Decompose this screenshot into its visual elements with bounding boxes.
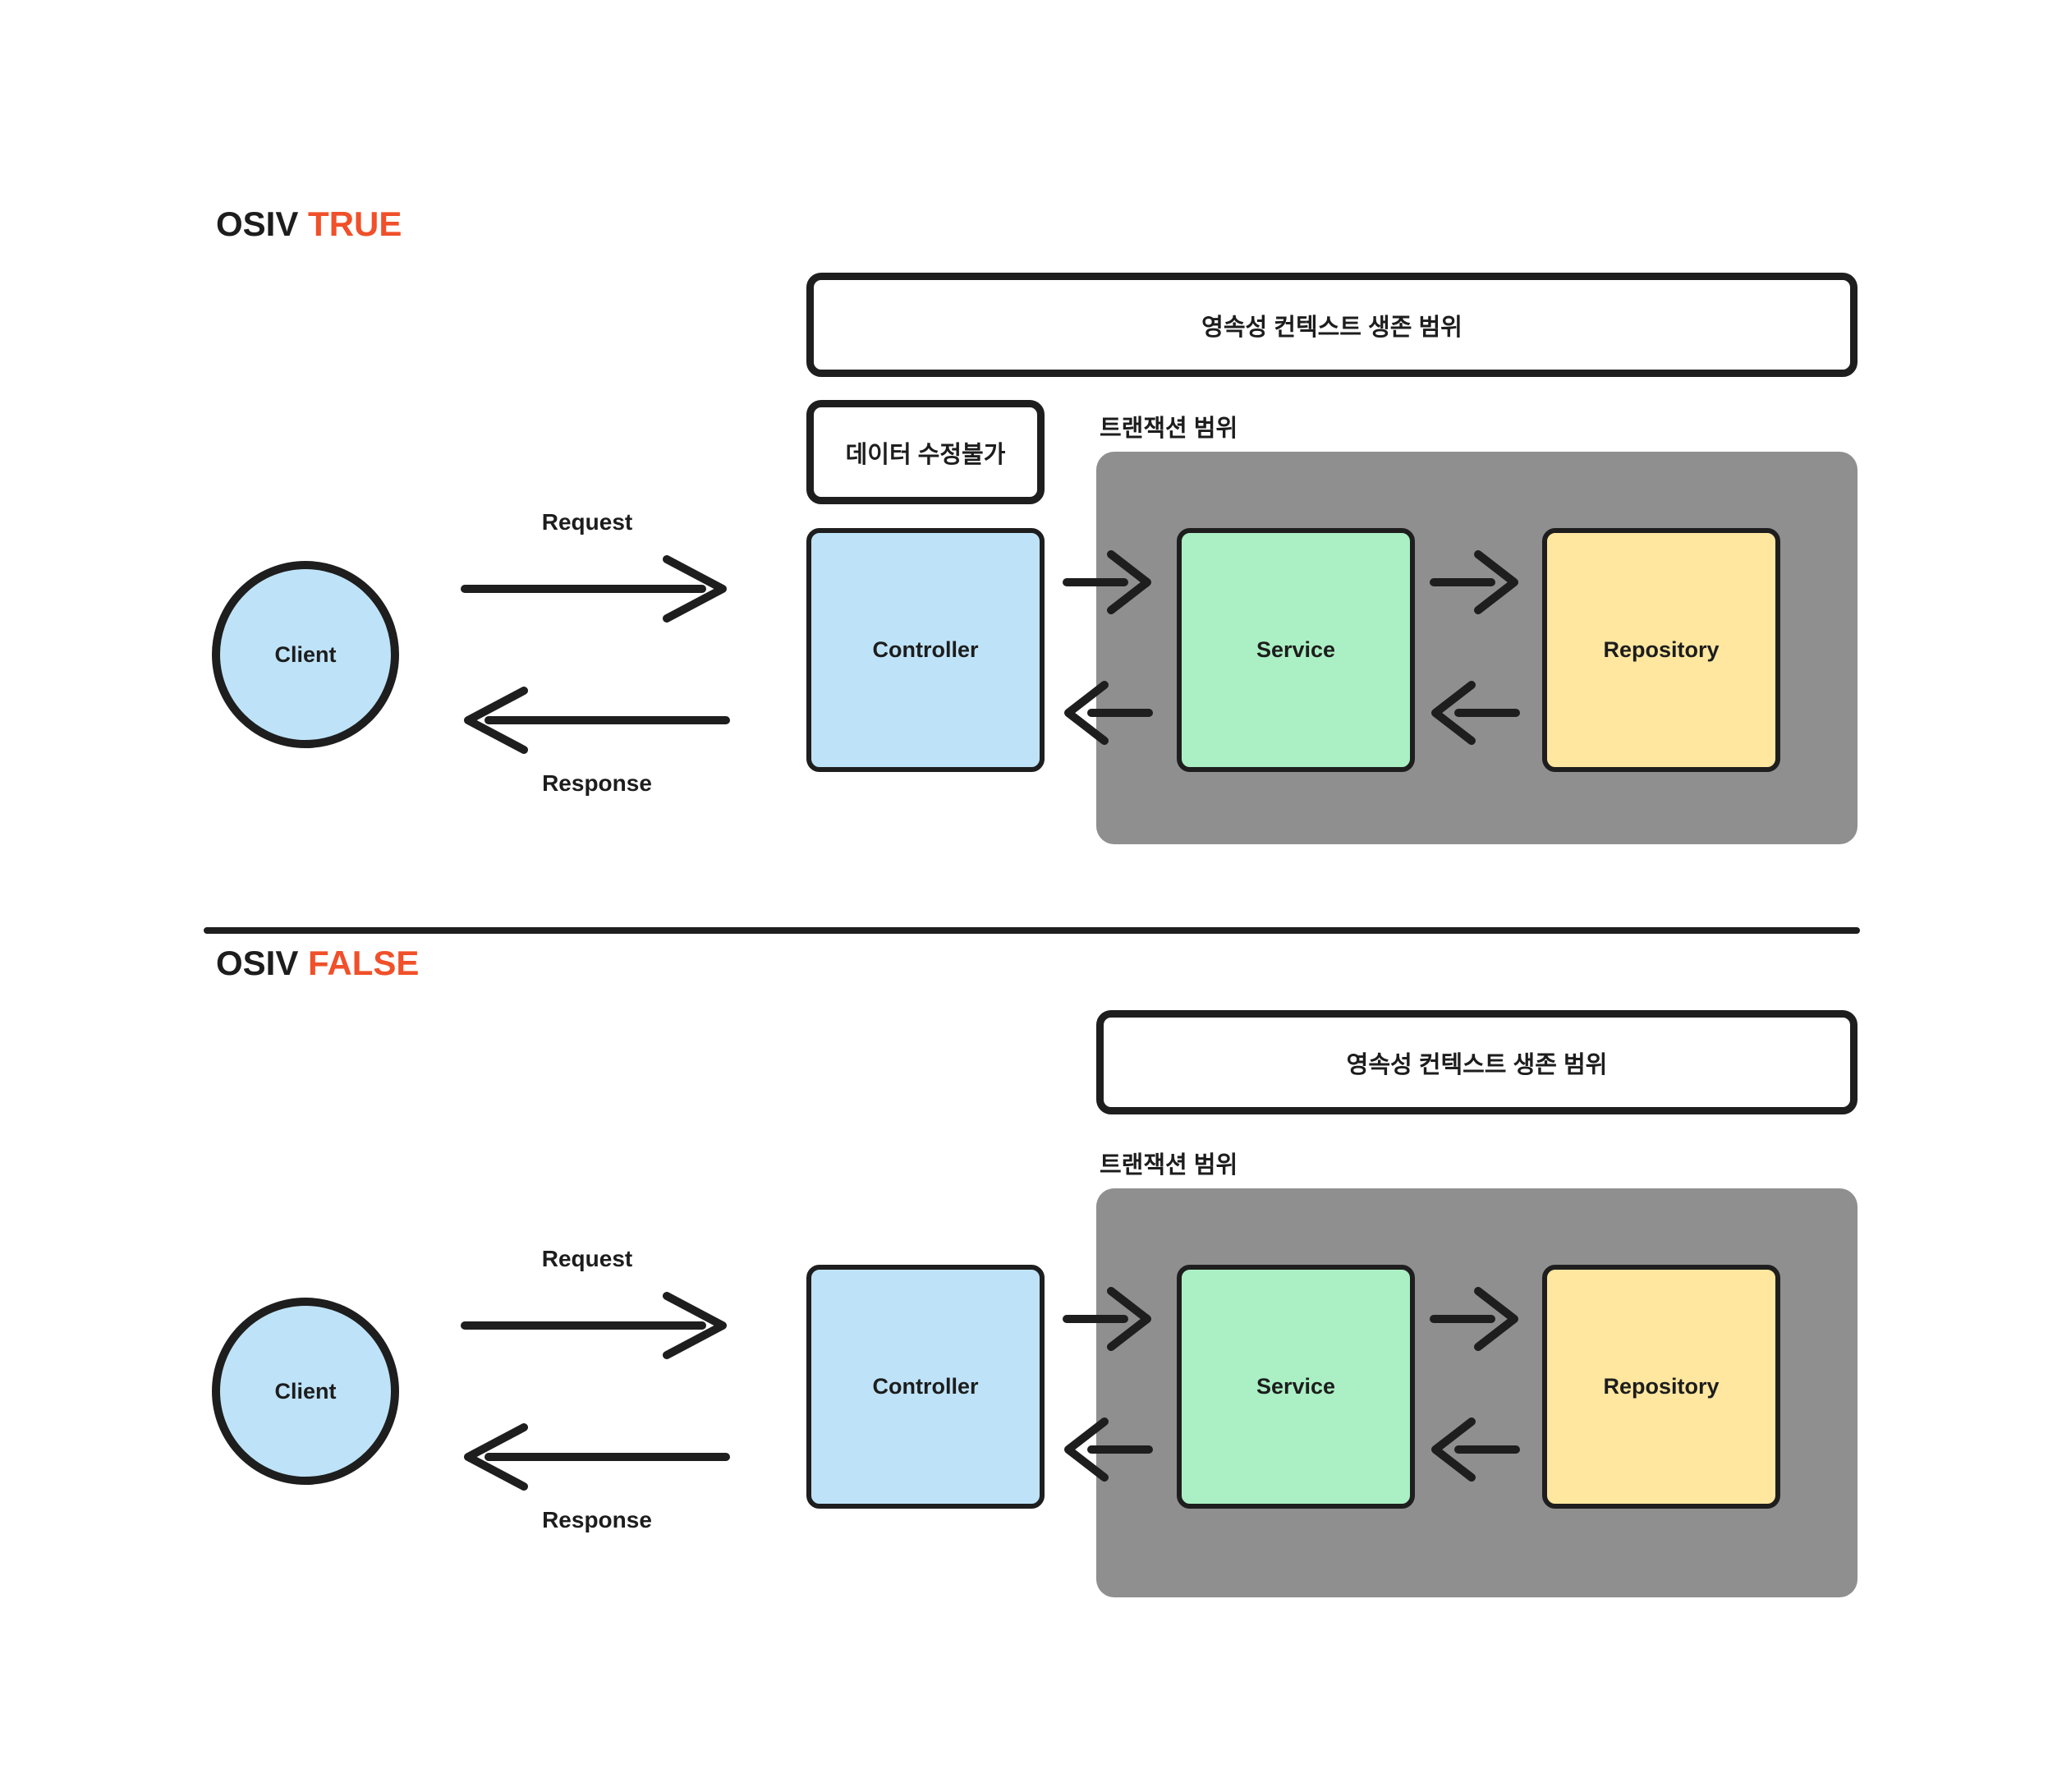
service-node: Service: [1177, 1265, 1415, 1509]
repository-to-service-arrow: [1429, 1415, 1521, 1484]
transaction-scope-label: 트랜잭션 범위: [1100, 1152, 1238, 1179]
data-no-edit-box: 데이터 수정불가: [806, 400, 1045, 504]
service-node: Service: [1177, 528, 1415, 772]
response-arrow: [460, 1420, 731, 1494]
osiv-true-title: OSIV TRUE: [216, 207, 402, 241]
service-to-repository-arrow: [1429, 1284, 1521, 1353]
section-divider: [204, 927, 1860, 934]
repository-node: Repository: [1542, 528, 1780, 772]
controller-label: Controller: [872, 637, 979, 662]
controller-to-service-arrow: [1062, 548, 1154, 617]
repository-to-service-arrow: [1429, 678, 1521, 747]
service-label: Service: [1256, 1374, 1336, 1399]
controller-to-service-arrow: [1062, 1284, 1154, 1353]
client-label: Client: [274, 641, 337, 667]
persistence-scope-label: 영속성 컨텍스트 생존 범위: [1201, 314, 1463, 341]
persistence-scope-box: 영속성 컨텍스트 생존 범위: [806, 273, 1857, 377]
title-true-label: TRUE: [308, 204, 402, 243]
service-label: Service: [1256, 637, 1336, 662]
response-label: Response: [542, 1507, 652, 1532]
title-false-label: FALSE: [308, 944, 420, 982]
title-osiv-label: OSIV: [216, 204, 299, 243]
response-arrow: [460, 683, 731, 757]
request-arrow: [460, 1289, 731, 1362]
controller-node: Controller: [806, 528, 1045, 772]
request-label: Request: [541, 509, 633, 535]
service-to-controller-arrow: [1062, 1415, 1154, 1484]
response-label: Response: [542, 770, 652, 796]
controller-label: Controller: [872, 1374, 979, 1399]
service-to-controller-arrow: [1062, 678, 1154, 747]
client-label: Client: [274, 1378, 337, 1404]
repository-node: Repository: [1542, 1265, 1780, 1509]
data-no-edit-label: 데이터 수정불가: [845, 441, 1006, 468]
request-arrow: [460, 552, 731, 626]
client-node: Client: [212, 1298, 399, 1485]
persistence-scope-label: 영속성 컨텍스트 생존 범위: [1346, 1051, 1608, 1078]
service-to-repository-arrow: [1429, 548, 1521, 617]
client-node: Client: [212, 561, 399, 748]
repository-label: Repository: [1603, 1374, 1720, 1399]
controller-node: Controller: [806, 1265, 1045, 1509]
transaction-scope-label: 트랜잭션 범위: [1100, 416, 1238, 442]
persistence-scope-box: 영속성 컨텍스트 생존 범위: [1096, 1010, 1857, 1114]
request-label: Request: [541, 1246, 633, 1271]
title-osiv-label: OSIV: [216, 944, 299, 982]
osiv-false-title: OSIV FALSE: [216, 946, 419, 981]
repository-label: Repository: [1603, 637, 1720, 662]
